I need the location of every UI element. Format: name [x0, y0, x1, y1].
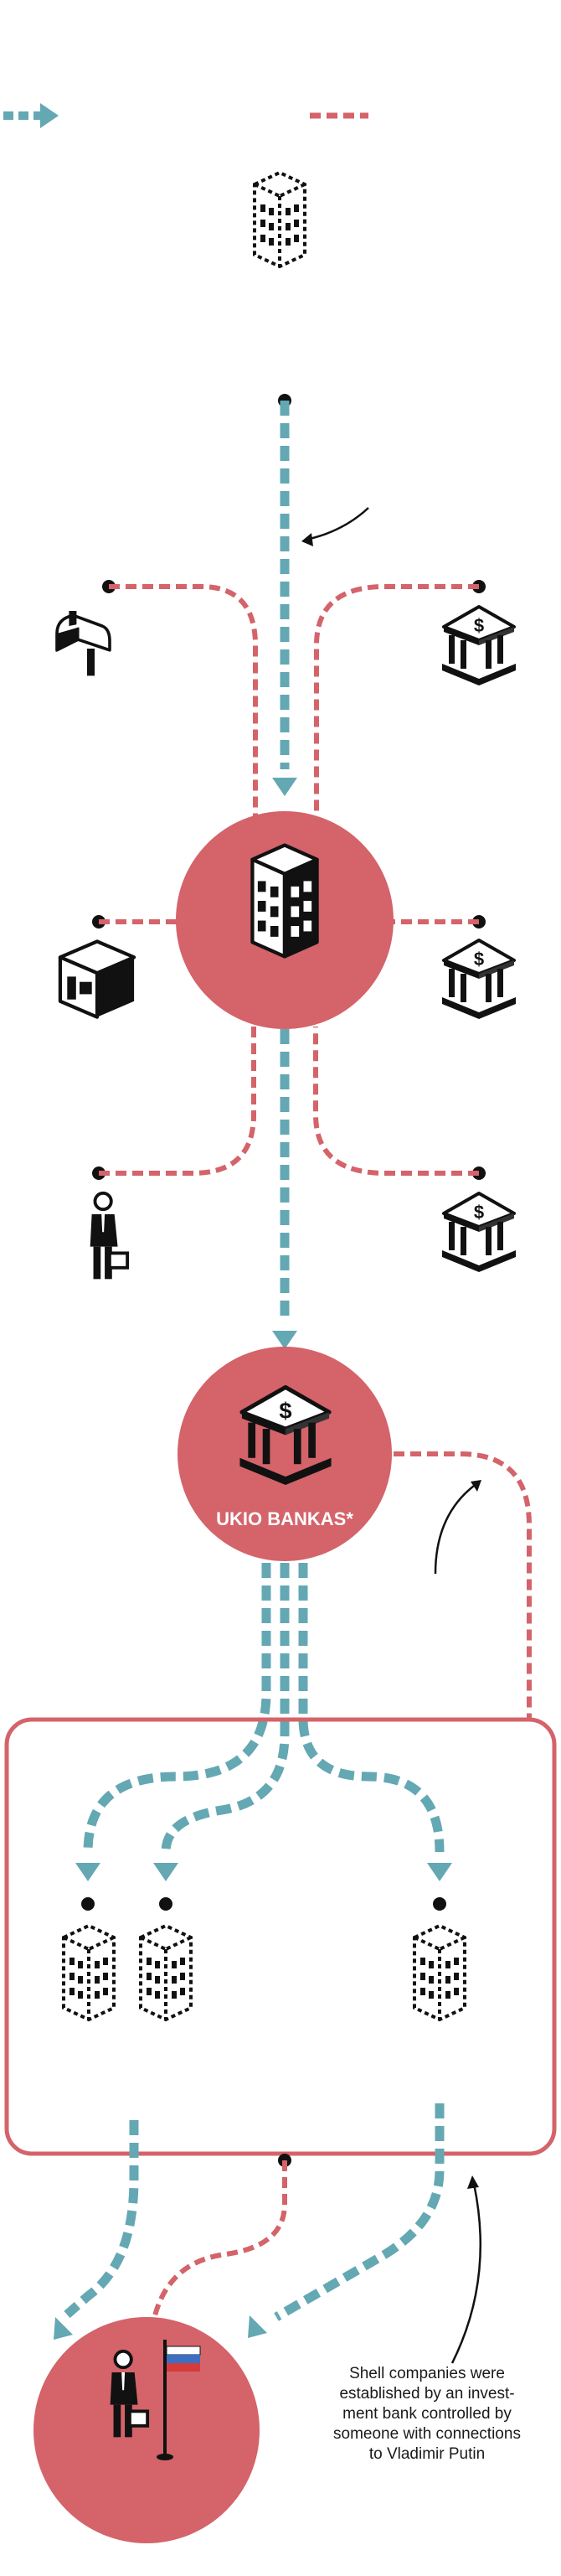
annotation-line: to Vladimir Putin [369, 2445, 485, 2463]
money-flow-to-owner-left [64, 2120, 139, 2319]
office-building-icon [252, 846, 317, 957]
bank-icon [440, 939, 517, 1019]
shell-company-icon [414, 1926, 465, 2020]
money-flow-to-shell-1 [83, 1563, 271, 1853]
annotation-line: Shell companies were [349, 2365, 505, 2382]
shell-company-box [4, 1717, 557, 2156]
ownership-link-bank-top [314, 584, 479, 821]
money-flow-to-shell-2 [161, 1563, 290, 1853]
annotation-line: ment bank controlled by [342, 2405, 512, 2423]
money-flow-company-to-bank-arrowhead [272, 1331, 297, 1349]
mailbox-icon [55, 609, 111, 678]
money-flow-into-company-arrowhead [272, 778, 297, 796]
money-flow-to-owner-right-arrowhead [248, 2315, 267, 2338]
annotation-line: someone with connections [333, 2425, 521, 2443]
ownership-link-bank-to-box [394, 1451, 532, 1720]
shell-company-icon [141, 1926, 191, 2020]
ownership-link-businessman [99, 1027, 256, 1176]
legend-money-flow-arrowhead [40, 103, 59, 128]
money-flow-to-shell-2-arrowhead [153, 1863, 178, 1881]
money-flow-to-shell-3-arrowhead [427, 1863, 452, 1881]
money-flow-to-owner-right [274, 2103, 445, 2321]
bank-icon [440, 605, 517, 685]
annotation-line: established by an invest- [339, 2385, 514, 2403]
ownership-link-owner [148, 2160, 287, 2339]
bank-node [178, 1347, 392, 1561]
ownership-link-bank-bottom [313, 1027, 479, 1176]
curved-pointer-arrow-annotation [450, 2183, 482, 2364]
bank-label: UKIO BANKAS* [216, 1508, 353, 1529]
shell-company-icon [64, 1926, 114, 2020]
shop-icon [60, 941, 134, 1016]
ownership-link-mailbox [109, 584, 258, 821]
curved-pointer-arrow-top [306, 507, 369, 541]
businessman-icon [88, 1191, 130, 1281]
money-flow-to-shell-3 [298, 1563, 445, 1853]
flag-base [157, 2454, 173, 2460]
curved-pointer-arrow-top-head [301, 533, 313, 546]
anchor-dot [159, 1897, 172, 1911]
flag-stripe-white [166, 2346, 201, 2356]
bank-icon [440, 1192, 517, 1272]
money-flow-to-shell-1-arrowhead [75, 1863, 100, 1881]
money-flow-to-owner-left-arrowhead [54, 2317, 73, 2340]
curved-pointer-arrow-annotation-head [467, 2175, 479, 2189]
flag-stripe-red [167, 2363, 200, 2372]
anchor-dot [81, 1897, 95, 1911]
final-owner-node [33, 2317, 260, 2543]
curved-pointer-arrow-bank-head [471, 1480, 481, 1492]
flag-stripe-blue [167, 2355, 200, 2363]
legend-shell-company-icon [253, 171, 306, 268]
curved-pointer-arrow-bank [434, 1482, 478, 1575]
anchor-dot [433, 1897, 446, 1911]
